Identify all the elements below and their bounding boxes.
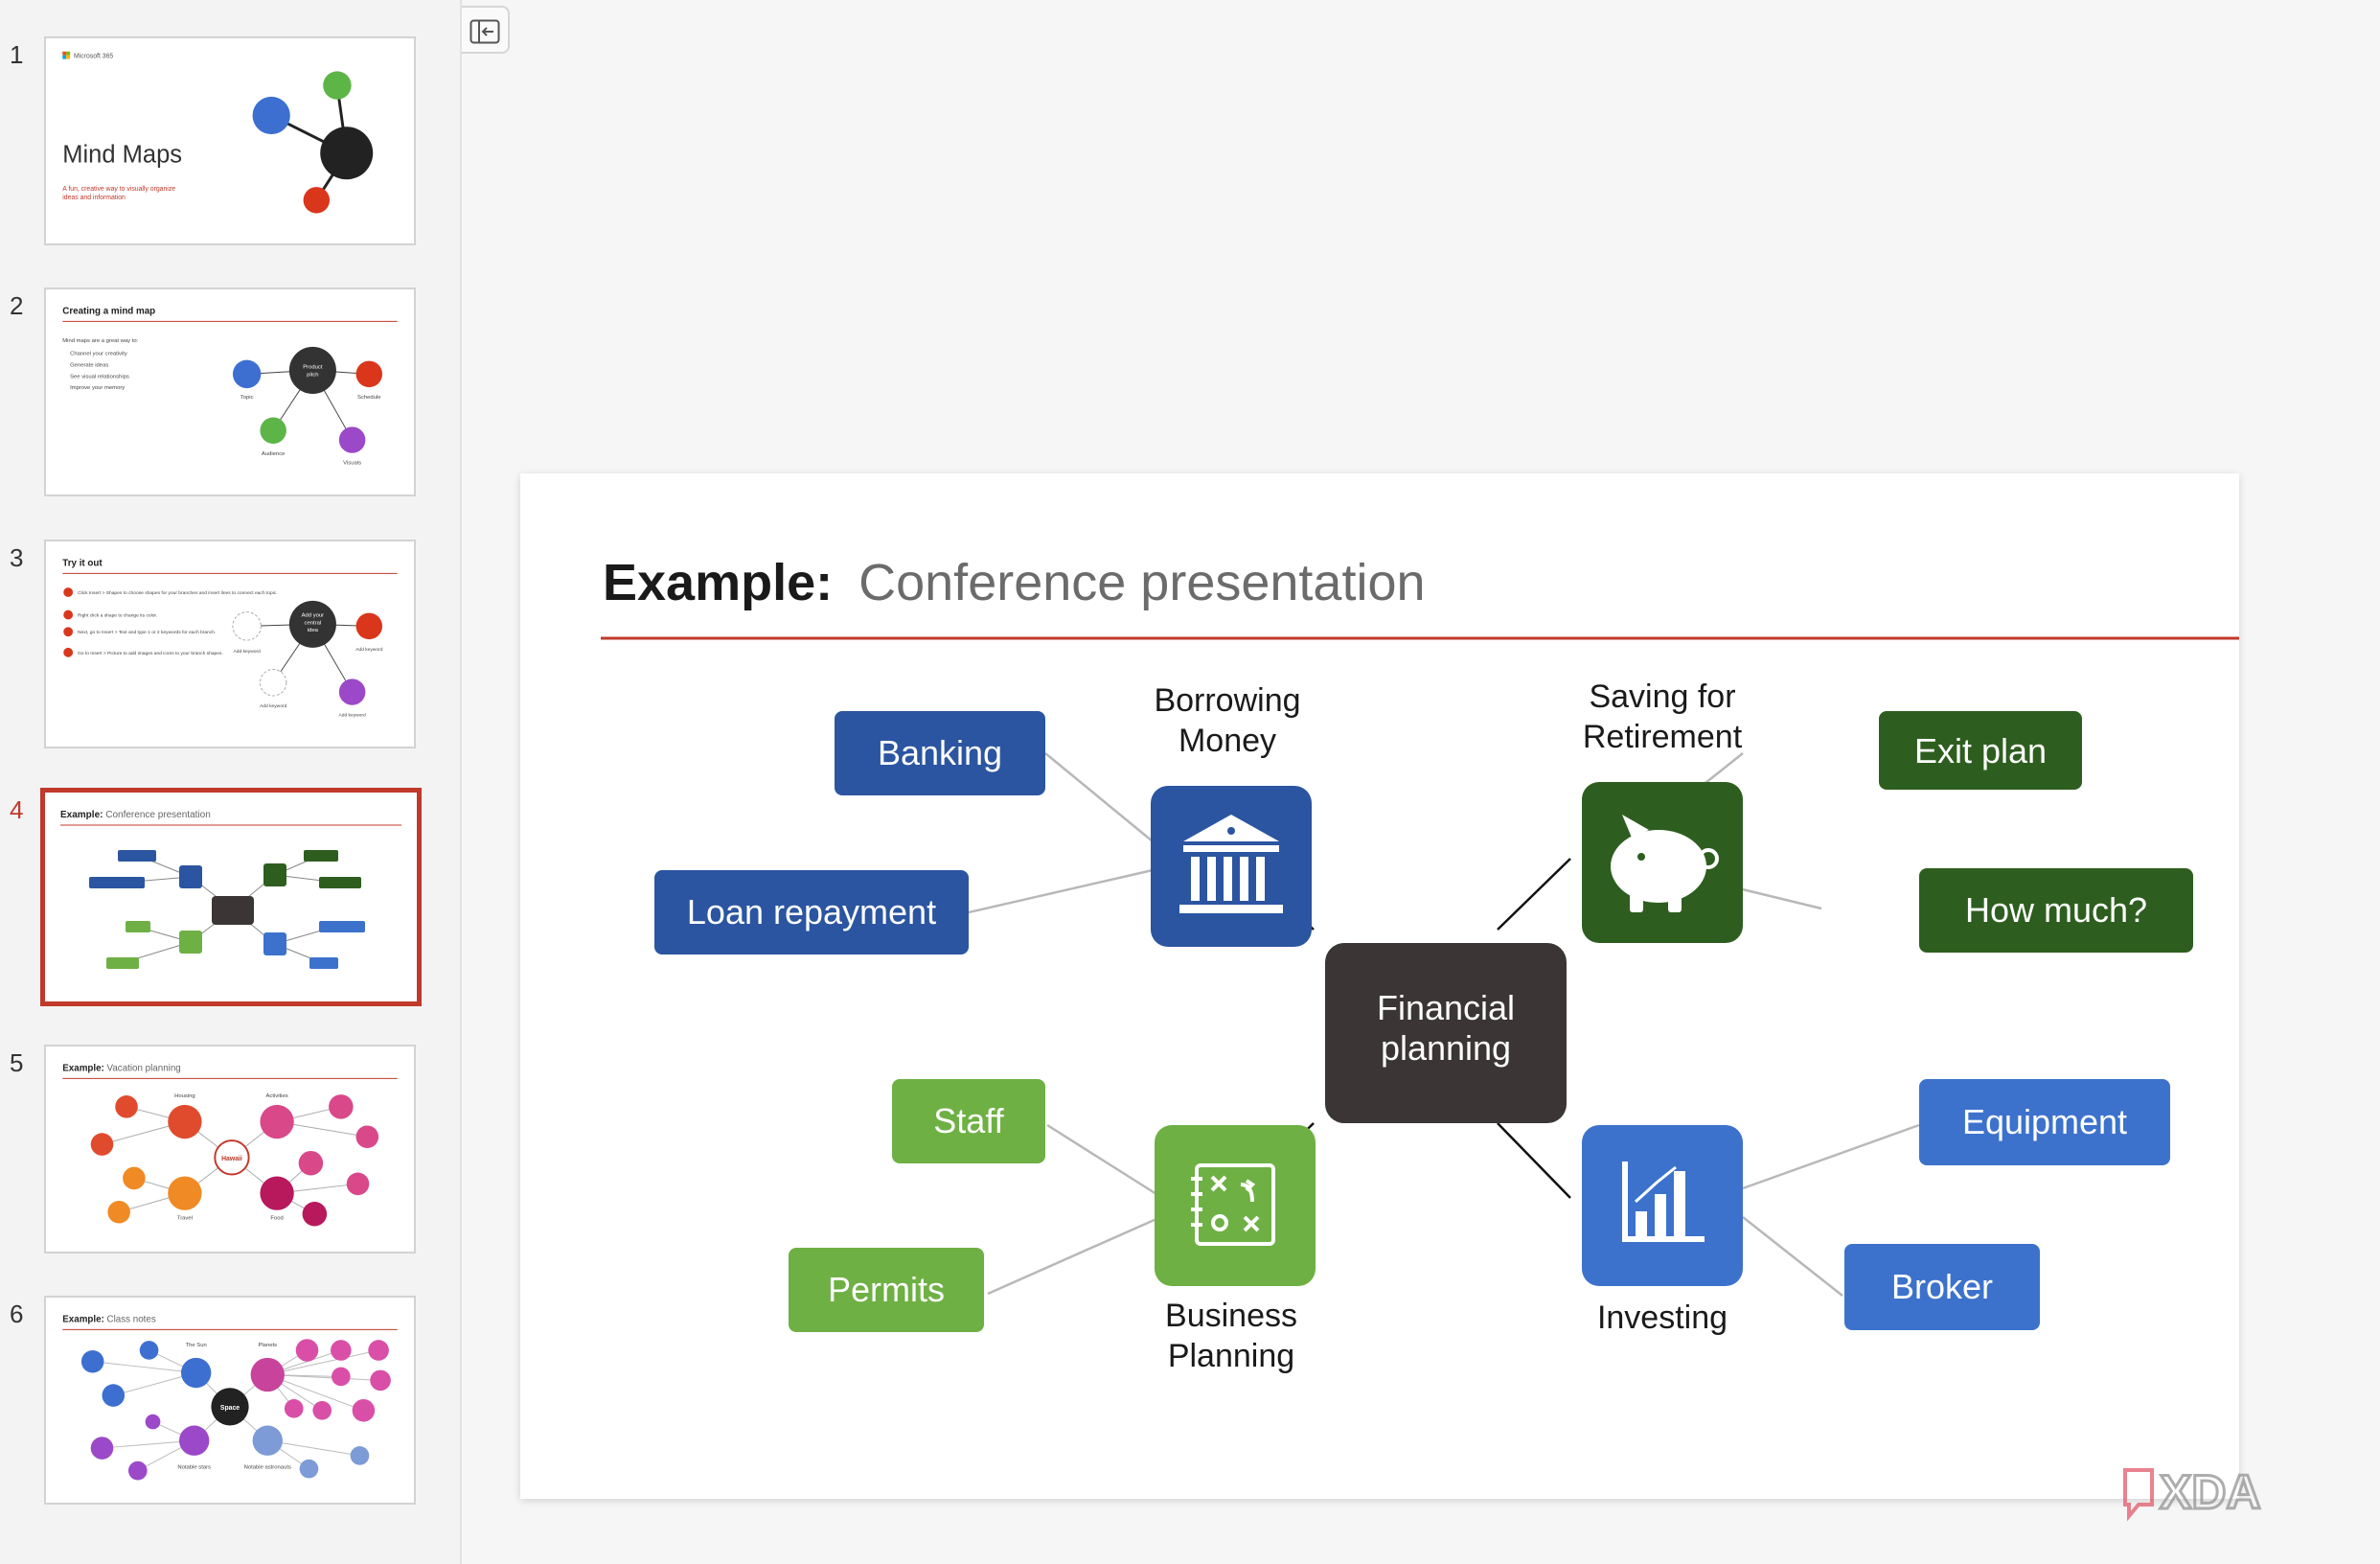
red-node	[303, 187, 331, 214]
hub-label: Saving for	[1589, 678, 1735, 715]
bullet: See visual relationships	[70, 374, 129, 380]
xda-watermark-logo: XDA	[2123, 1464, 2262, 1522]
svg-text:Visuals: Visuals	[343, 461, 361, 467]
svg-text:Loan repayment: Loan repayment	[687, 892, 936, 932]
svg-text:How much?: How much?	[1965, 890, 2147, 930]
slide-title: Creating a mind map	[62, 307, 155, 317]
leaf-broker[interactable]: Broker	[1844, 1244, 2040, 1330]
svg-text:Product: Product	[303, 364, 323, 370]
hub-label: Borrowing	[1154, 682, 1300, 719]
svg-text:Space: Space	[220, 1405, 240, 1412]
svg-text:Planets: Planets	[258, 1343, 277, 1348]
black-node	[320, 126, 374, 180]
svg-text:pitch: pitch	[307, 372, 318, 378]
slide-number: 2	[10, 291, 24, 320]
svg-text:The Sun: The Sun	[186, 1343, 207, 1348]
slide-title: Mind Maps	[62, 142, 182, 169]
slide-subtitle: A fun, creative way to visually organize	[62, 186, 175, 193]
svg-text:Schedule: Schedule	[357, 395, 381, 401]
svg-text:Go to Insert > Picture to add: Go to Insert > Picture to add images and…	[78, 651, 223, 656]
svg-text:Click Insert > Shapes to choos: Click Insert > Shapes to choose shapes f…	[78, 590, 278, 596]
slide-preview[interactable]: Try it out Click Insert > Shapes to choo…	[44, 540, 416, 748]
hub-investing[interactable]	[1582, 1125, 1743, 1286]
leaf-loan-repayment[interactable]: Loan repayment	[654, 870, 969, 954]
slide-preview[interactable]: Microsoft 365 Mind Maps A fun, creative …	[44, 36, 416, 245]
svg-text:Add keyword: Add keyword	[260, 703, 287, 709]
slide-number: 1	[10, 40, 24, 69]
svg-text:idea: idea	[308, 628, 319, 633]
slide-number: 6	[10, 1300, 24, 1328]
svg-text:XDA: XDA	[2160, 1465, 2261, 1519]
svg-text:Add your: Add your	[302, 613, 325, 619]
hub-label: Retirement	[1583, 719, 1743, 755]
svg-text:Notable astronauts: Notable astronauts	[244, 1465, 291, 1471]
svg-text:Equipment: Equipment	[1962, 1102, 2127, 1141]
brand-text: Microsoft 365	[74, 54, 113, 60]
svg-text:Exit plan: Exit plan	[1914, 731, 2047, 770]
bar-chart-icon	[1622, 1162, 1705, 1242]
svg-text:Travel: Travel	[177, 1216, 193, 1222]
svg-text:Activities: Activities	[265, 1093, 287, 1099]
bullet: Improve your memory	[70, 385, 125, 391]
svg-text:Food: Food	[270, 1216, 283, 1222]
strategy-icon	[1191, 1163, 1275, 1246]
slide-number: 5	[10, 1048, 24, 1077]
slide-title: Try it out	[62, 559, 103, 569]
svg-text:Hawaii: Hawaii	[221, 1156, 242, 1162]
hub-label: Business	[1165, 1298, 1297, 1334]
svg-text:Housing: Housing	[174, 1093, 195, 1099]
svg-text:Right click a shape to change: Right click a shape to change its color.	[78, 613, 157, 619]
slide-title: Example: Conference presentation	[603, 554, 1426, 611]
slide-number: 3	[10, 543, 24, 572]
hub-borrowing-money[interactable]	[1151, 786, 1312, 947]
svg-text:Banking: Banking	[878, 733, 1002, 772]
svg-text:Add keyword: Add keyword	[338, 713, 366, 719]
leaf-staff[interactable]: Staff	[892, 1079, 1045, 1163]
collapse-pane-button[interactable]	[462, 6, 510, 54]
svg-text:Financial: Financial	[1377, 988, 1515, 1027]
leaf-exit-plan[interactable]: Exit plan	[1879, 711, 2082, 790]
svg-text:Permits: Permits	[828, 1270, 945, 1309]
slide-preview[interactable]: Creating a mind map Mind maps are a grea…	[44, 288, 416, 496]
slide-subtitle: ideas and information	[62, 195, 126, 201]
svg-text:Staff: Staff	[933, 1101, 1004, 1140]
svg-text:Next, go to Insert > Text and: Next, go to Insert > Text and type 1 or …	[78, 630, 216, 635]
center-node-financial-planning[interactable]: Financial planning	[1325, 943, 1567, 1123]
slide-canvas[interactable]: Example: Conference presentation Financi…	[520, 473, 2239, 1499]
collapse-pane-icon	[469, 19, 500, 44]
bullet: Channel your creativity	[70, 352, 127, 357]
svg-text:Broker: Broker	[1891, 1267, 1993, 1306]
svg-text:Example: Vacation planning: Example: Vacation planning	[62, 1064, 180, 1074]
svg-text:Example: Conference presentati: Example: Conference presentation	[60, 810, 211, 820]
slide-preview-selected[interactable]: Example: Conference presentation	[40, 788, 422, 1006]
svg-text:planning: planning	[1381, 1028, 1511, 1068]
blue-node	[252, 96, 290, 135]
svg-text:Example: Class notes: Example: Class notes	[62, 1315, 156, 1325]
bank-icon	[1179, 815, 1283, 913]
svg-text:Audience: Audience	[262, 451, 286, 457]
hub-label: Investing	[1597, 1300, 1728, 1336]
leaf-permits[interactable]: Permits	[789, 1248, 984, 1332]
svg-text:Notable stars: Notable stars	[177, 1465, 211, 1471]
svg-text:central: central	[305, 620, 322, 626]
intro-text: Mind maps are a great way to:	[62, 338, 138, 344]
slide-thumbnail-pane: 1 Microsoft 365 Mind Maps A fun, creativ…	[0, 0, 462, 1564]
green-node	[323, 71, 352, 100]
piggy-bank-icon	[1611, 815, 1719, 912]
svg-text:Add keyword: Add keyword	[355, 647, 383, 653]
hub-business-planning[interactable]	[1155, 1125, 1316, 1286]
leaf-banking[interactable]: Banking	[835, 711, 1045, 795]
leaf-equipment[interactable]: Equipment	[1919, 1079, 2170, 1165]
bullet: Generate ideas	[70, 362, 108, 368]
svg-text:Add keyword: Add keyword	[234, 649, 262, 655]
svg-text:Topic: Topic	[240, 395, 254, 401]
hub-saving-for-retirement[interactable]	[1582, 782, 1743, 943]
slide-preview[interactable]: Example: Vacation planning Hawaii	[44, 1045, 416, 1254]
slide-preview[interactable]: Example: Class notes Space	[44, 1296, 416, 1505]
hub-label: Money	[1179, 723, 1276, 759]
slide-number: 4	[10, 795, 24, 824]
leaf-how-much[interactable]: How much?	[1919, 868, 2193, 953]
hub-label: Planning	[1168, 1338, 1294, 1374]
